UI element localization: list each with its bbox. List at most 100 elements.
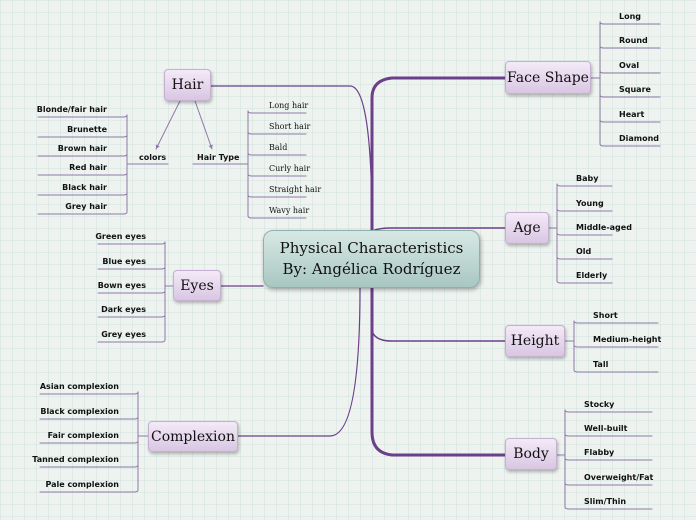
leaf-hair-type[interactable]: Bald <box>269 143 288 152</box>
hair-type-underline <box>247 215 307 219</box>
leaf-complexion[interactable]: Fair complexion <box>47 431 119 440</box>
branch-face-shape <box>370 76 507 232</box>
arrowhead-hair-type <box>208 144 213 149</box>
leaf-age[interactable]: Old <box>576 247 592 256</box>
leaf-body[interactable]: Overweight/Fat <box>584 473 654 482</box>
hair-color-line-underline <box>37 211 128 215</box>
leaf-age[interactable]: Middle-aged <box>576 223 632 232</box>
body-line-underline <box>564 506 653 510</box>
leaf-eyes[interactable]: Dark eyes <box>101 305 146 314</box>
complexion-line-underline <box>39 440 139 444</box>
leaf-complexion[interactable]: Tanned complexion <box>32 455 119 464</box>
leaf-height[interactable]: Tall <box>593 360 609 369</box>
body-line-underline <box>564 457 653 461</box>
leaf-complexion[interactable]: Pale complexion <box>45 480 119 489</box>
age-line-underline <box>556 183 613 187</box>
topic-eyes[interactable]: Eyes <box>173 270 221 301</box>
leaf-body[interactable]: Well-built <box>584 424 628 433</box>
complexion-line-underline <box>39 416 139 420</box>
face-shape-line-underline <box>599 70 661 74</box>
hair-color-line-underline <box>37 134 128 138</box>
leaf-eyes[interactable]: Blue eyes <box>102 257 146 266</box>
leaf-hair-color[interactable]: Black hair <box>62 183 107 192</box>
complexion-line-underline <box>39 391 139 395</box>
leaf-eyes[interactable]: Bown eyes <box>97 281 146 290</box>
complexion-line-underline <box>39 464 139 468</box>
leaf-age[interactable]: Baby <box>576 174 599 183</box>
topic-hair[interactable]: Hair <box>164 69 211 101</box>
leaf-age[interactable]: Elderly <box>576 271 608 280</box>
topic-age[interactable]: Age <box>505 212 549 244</box>
leaf-hair-color[interactable]: Brunette <box>67 125 107 134</box>
leaf-hair-type[interactable]: Wavy hair <box>269 206 310 215</box>
subtopic-colors[interactable]: colors <box>139 153 167 162</box>
arrowhead-colors <box>155 144 160 149</box>
leaf-eyes[interactable]: Green eyes <box>95 232 146 241</box>
leaf-hair-type[interactable]: Long hair <box>269 101 309 110</box>
hair-color-line-underline <box>37 192 128 196</box>
leaf-hair-color[interactable]: Grey hair <box>65 202 107 211</box>
eyes-line-underline <box>97 266 166 270</box>
hair-type-underline <box>247 131 307 135</box>
hair-type-underline <box>247 152 307 156</box>
leaf-face-shape[interactable]: Oval <box>619 61 640 70</box>
hair-type-underline <box>247 194 307 198</box>
face-shape-line-underline <box>599 21 661 25</box>
leaf-hair-type[interactable]: Curly hair <box>269 164 311 173</box>
leaf-eyes[interactable]: Grey eyes <box>101 330 146 339</box>
eyes-line-underline <box>97 241 166 245</box>
leaf-complexion[interactable]: Asian complexion <box>39 382 119 391</box>
height-line-underline <box>573 369 659 373</box>
leaf-hair-type[interactable]: Straight hair <box>269 185 322 194</box>
hair-type-underline <box>247 173 307 177</box>
leaf-face-shape[interactable]: Diamond <box>619 134 660 143</box>
leaf-height[interactable]: Medium-height <box>593 335 662 344</box>
complexion-line-underline <box>39 489 139 493</box>
central-topic[interactable]: Physical Characteristics By: Angélica Ro… <box>263 230 480 288</box>
height-line-underline <box>573 320 659 324</box>
hair-color-line-underline <box>37 114 128 118</box>
hair-color-line-underline <box>37 172 128 176</box>
face-shape-line-underline <box>599 119 661 123</box>
central-title: Physical Characteristics <box>279 239 464 257</box>
hair-color-line-underline <box>37 153 128 157</box>
leaf-body[interactable]: Slim/Thin <box>584 497 627 506</box>
eyes-line-underline <box>97 290 166 294</box>
leaf-body[interactable]: Flabby <box>584 448 615 457</box>
leaf-face-shape[interactable]: Long <box>619 12 642 21</box>
face-shape-line-underline <box>599 143 661 147</box>
leaf-body[interactable]: Stocky <box>584 400 615 409</box>
hair-type-underline <box>247 110 307 114</box>
branch-height <box>371 329 506 342</box>
branch-complexion <box>237 287 361 437</box>
topic-complexion[interactable]: Complexion <box>148 421 238 452</box>
leaf-face-shape[interactable]: Round <box>619 36 648 45</box>
topic-height[interactable]: Height <box>505 325 565 357</box>
leaf-age[interactable]: Young <box>576 199 604 208</box>
height-line-underline <box>573 344 659 348</box>
leaf-face-shape[interactable]: Square <box>619 85 651 94</box>
body-line-underline <box>564 409 653 413</box>
leaf-hair-type[interactable]: Short hair <box>269 122 311 131</box>
topic-body[interactable]: Body <box>505 438 557 470</box>
leaf-hair-color[interactable]: Brown hair <box>57 144 107 153</box>
face-shape-line-underline <box>599 94 661 98</box>
arrow-colors <box>155 100 181 150</box>
central-author: By: Angélica Rodríguez <box>282 260 461 278</box>
subtopic-hair-type[interactable]: Hair Type <box>197 153 240 162</box>
branch-hair <box>210 85 373 231</box>
leaf-complexion[interactable]: Black complexion <box>40 407 119 416</box>
leaf-hair-color[interactable]: Blonde/fair hair <box>36 105 107 114</box>
leaf-height[interactable]: Short <box>593 311 618 320</box>
age-line-underline <box>556 232 613 236</box>
eyes-line-underline <box>97 339 166 343</box>
face-shape-line-underline <box>599 45 661 49</box>
leaf-hair-color[interactable]: Red hair <box>69 163 107 172</box>
leaf-face-shape[interactable]: Heart <box>619 110 645 119</box>
body-line-underline <box>564 433 653 437</box>
age-line-underline <box>556 256 613 260</box>
body-line-underline <box>564 482 653 486</box>
eyes-line-underline <box>97 314 166 318</box>
topic-face-shape[interactable]: Face Shape <box>505 61 591 94</box>
